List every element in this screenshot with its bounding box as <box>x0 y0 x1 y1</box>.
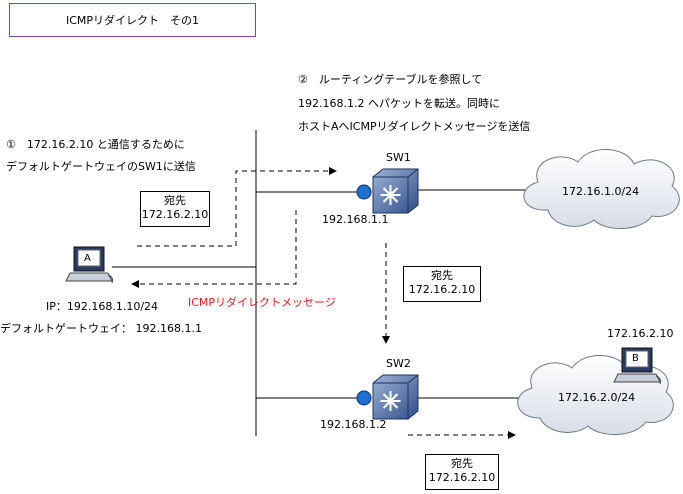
sw1-interface-dot <box>356 184 372 200</box>
host-b-computer-icon <box>613 347 661 385</box>
diagram-title: ICMPリダイレクト その1 <box>9 3 256 37</box>
dest-box-1-label: 宛先 <box>164 194 186 207</box>
dest-box-3-label: 宛先 <box>451 457 473 470</box>
sw1-ip: 192.168.1.1 <box>322 213 389 226</box>
dest-box-2-label: 宛先 <box>431 269 453 282</box>
dest-box-2: 宛先 172.16.2.10 <box>403 266 481 302</box>
cloud-2-network: 172.16.2.0/24 <box>558 391 636 404</box>
cloud-1-network: 172.16.1.0/24 <box>562 185 640 198</box>
host-a-ip: IP：192.168.1.10/24 <box>46 300 159 313</box>
host-b-ip: 172.16.2.10 <box>607 327 674 340</box>
switch-sw1-icon <box>372 168 419 214</box>
host-a-label: A <box>84 253 91 264</box>
dest-box-1: 宛先 172.16.2.10 <box>140 191 210 227</box>
sw1-name: SW1 <box>386 151 411 164</box>
icmp-redirect-message-label: ICMPリダイレクトメッセージ <box>188 296 336 309</box>
step1-line1: ① 172.16.2.10 と通信するために <box>6 138 185 151</box>
sw2-ip: 192.168.1.2 <box>320 418 387 431</box>
dest-box-3-ip: 172.16.2.10 <box>428 471 496 484</box>
sw2-interface-dot <box>356 390 372 406</box>
sw2-name: SW2 <box>386 357 411 370</box>
host-a-gateway: デフォルトゲートウェイ： 192.168.1.1 <box>0 322 202 335</box>
packet-path-a-to-sw1 <box>137 167 337 247</box>
step2-line3: ホストAへICMPリダイレクトメッセージを送信 <box>298 120 531 133</box>
redirect-path-sw1-to-a <box>131 210 297 288</box>
diagram-title-text: ICMPリダイレクト その1 <box>65 14 200 27</box>
host-a-computer-icon <box>65 246 113 284</box>
step2-line2: 192.168.1.2 へパケットを転送。同時に <box>298 97 500 110</box>
dest-box-1-ip: 172.16.2.10 <box>141 208 209 221</box>
dest-box-3: 宛先 172.16.2.10 <box>425 454 499 490</box>
switch-sw2-icon <box>372 374 419 420</box>
cloud-1-icon <box>523 149 680 230</box>
host-b-label: B <box>632 353 639 364</box>
step1-line2: デフォルトゲートウェイのSW1に送信 <box>6 160 196 173</box>
step2-line1: ② ルーティングテーブルを参照して <box>298 73 483 86</box>
dest-box-2-ip: 172.16.2.10 <box>408 283 476 296</box>
